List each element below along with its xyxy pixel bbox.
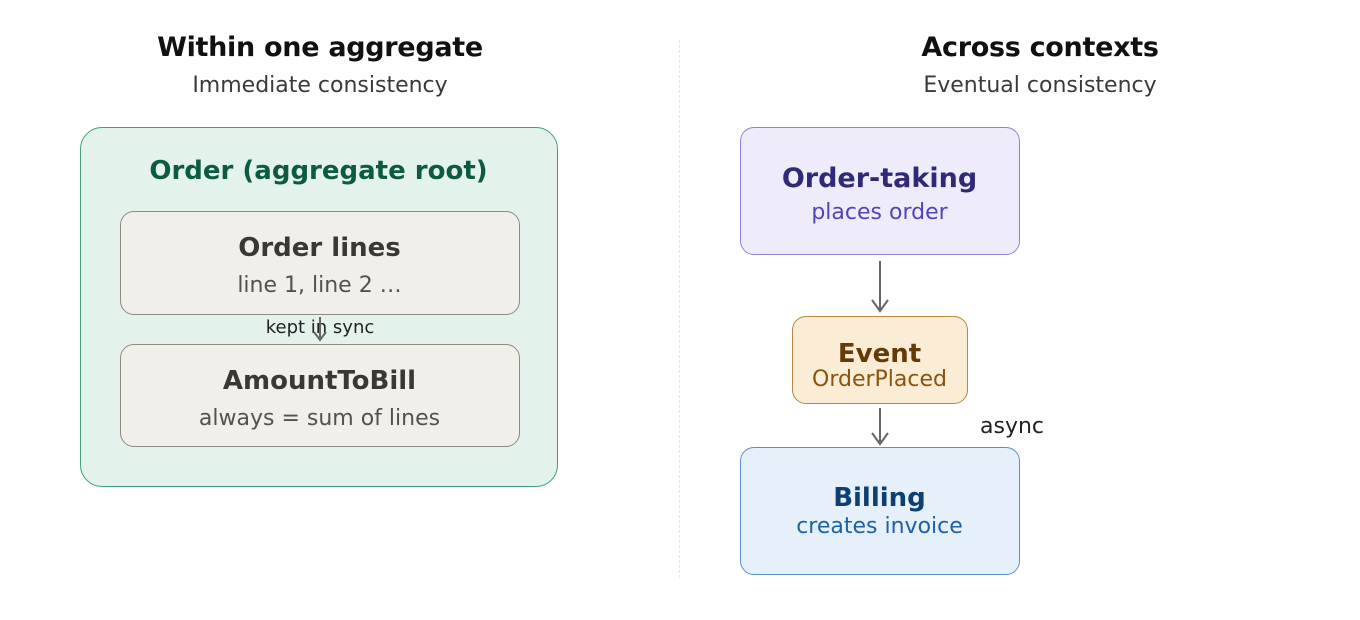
amount-to-bill-box: AmountToBill always = sum of lines bbox=[120, 344, 520, 447]
order-lines-box: Order lines line 1, line 2 … bbox=[120, 211, 520, 315]
async-label: async bbox=[980, 414, 1045, 439]
right-subheading: Eventual consistency bbox=[923, 73, 1157, 98]
kept-in-sync-label: kept in sync bbox=[265, 317, 375, 338]
order-taking-title: Order-taking bbox=[781, 163, 978, 194]
right-heading: Across contexts bbox=[921, 32, 1159, 63]
billing-context-box: Billing creates invoice bbox=[740, 447, 1020, 575]
order-to-event-arrow bbox=[871, 261, 889, 313]
order-taking-context-box: Order-taking places order bbox=[740, 127, 1020, 255]
left-heading: Within one aggregate bbox=[157, 32, 483, 63]
amount-to-bill-title: AmountToBill bbox=[222, 366, 417, 396]
billing-title: Billing bbox=[833, 483, 926, 513]
amount-to-bill-subtitle: always = sum of lines bbox=[198, 406, 441, 431]
billing-subtitle: creates invoice bbox=[796, 514, 963, 539]
order-lines-subtitle: line 1, line 2 … bbox=[237, 273, 402, 298]
event-subtitle: OrderPlaced bbox=[812, 367, 947, 392]
order-placed-event-box: Event OrderPlaced bbox=[792, 316, 968, 404]
order-taking-subtitle: places order bbox=[811, 200, 948, 225]
event-title: Event bbox=[837, 339, 922, 369]
order-lines-title: Order lines bbox=[238, 233, 401, 263]
left-subheading: Immediate consistency bbox=[192, 73, 448, 98]
event-to-billing-arrow bbox=[871, 408, 889, 446]
column-divider bbox=[679, 40, 680, 578]
aggregate-title: Order (aggregate root) bbox=[149, 156, 488, 186]
